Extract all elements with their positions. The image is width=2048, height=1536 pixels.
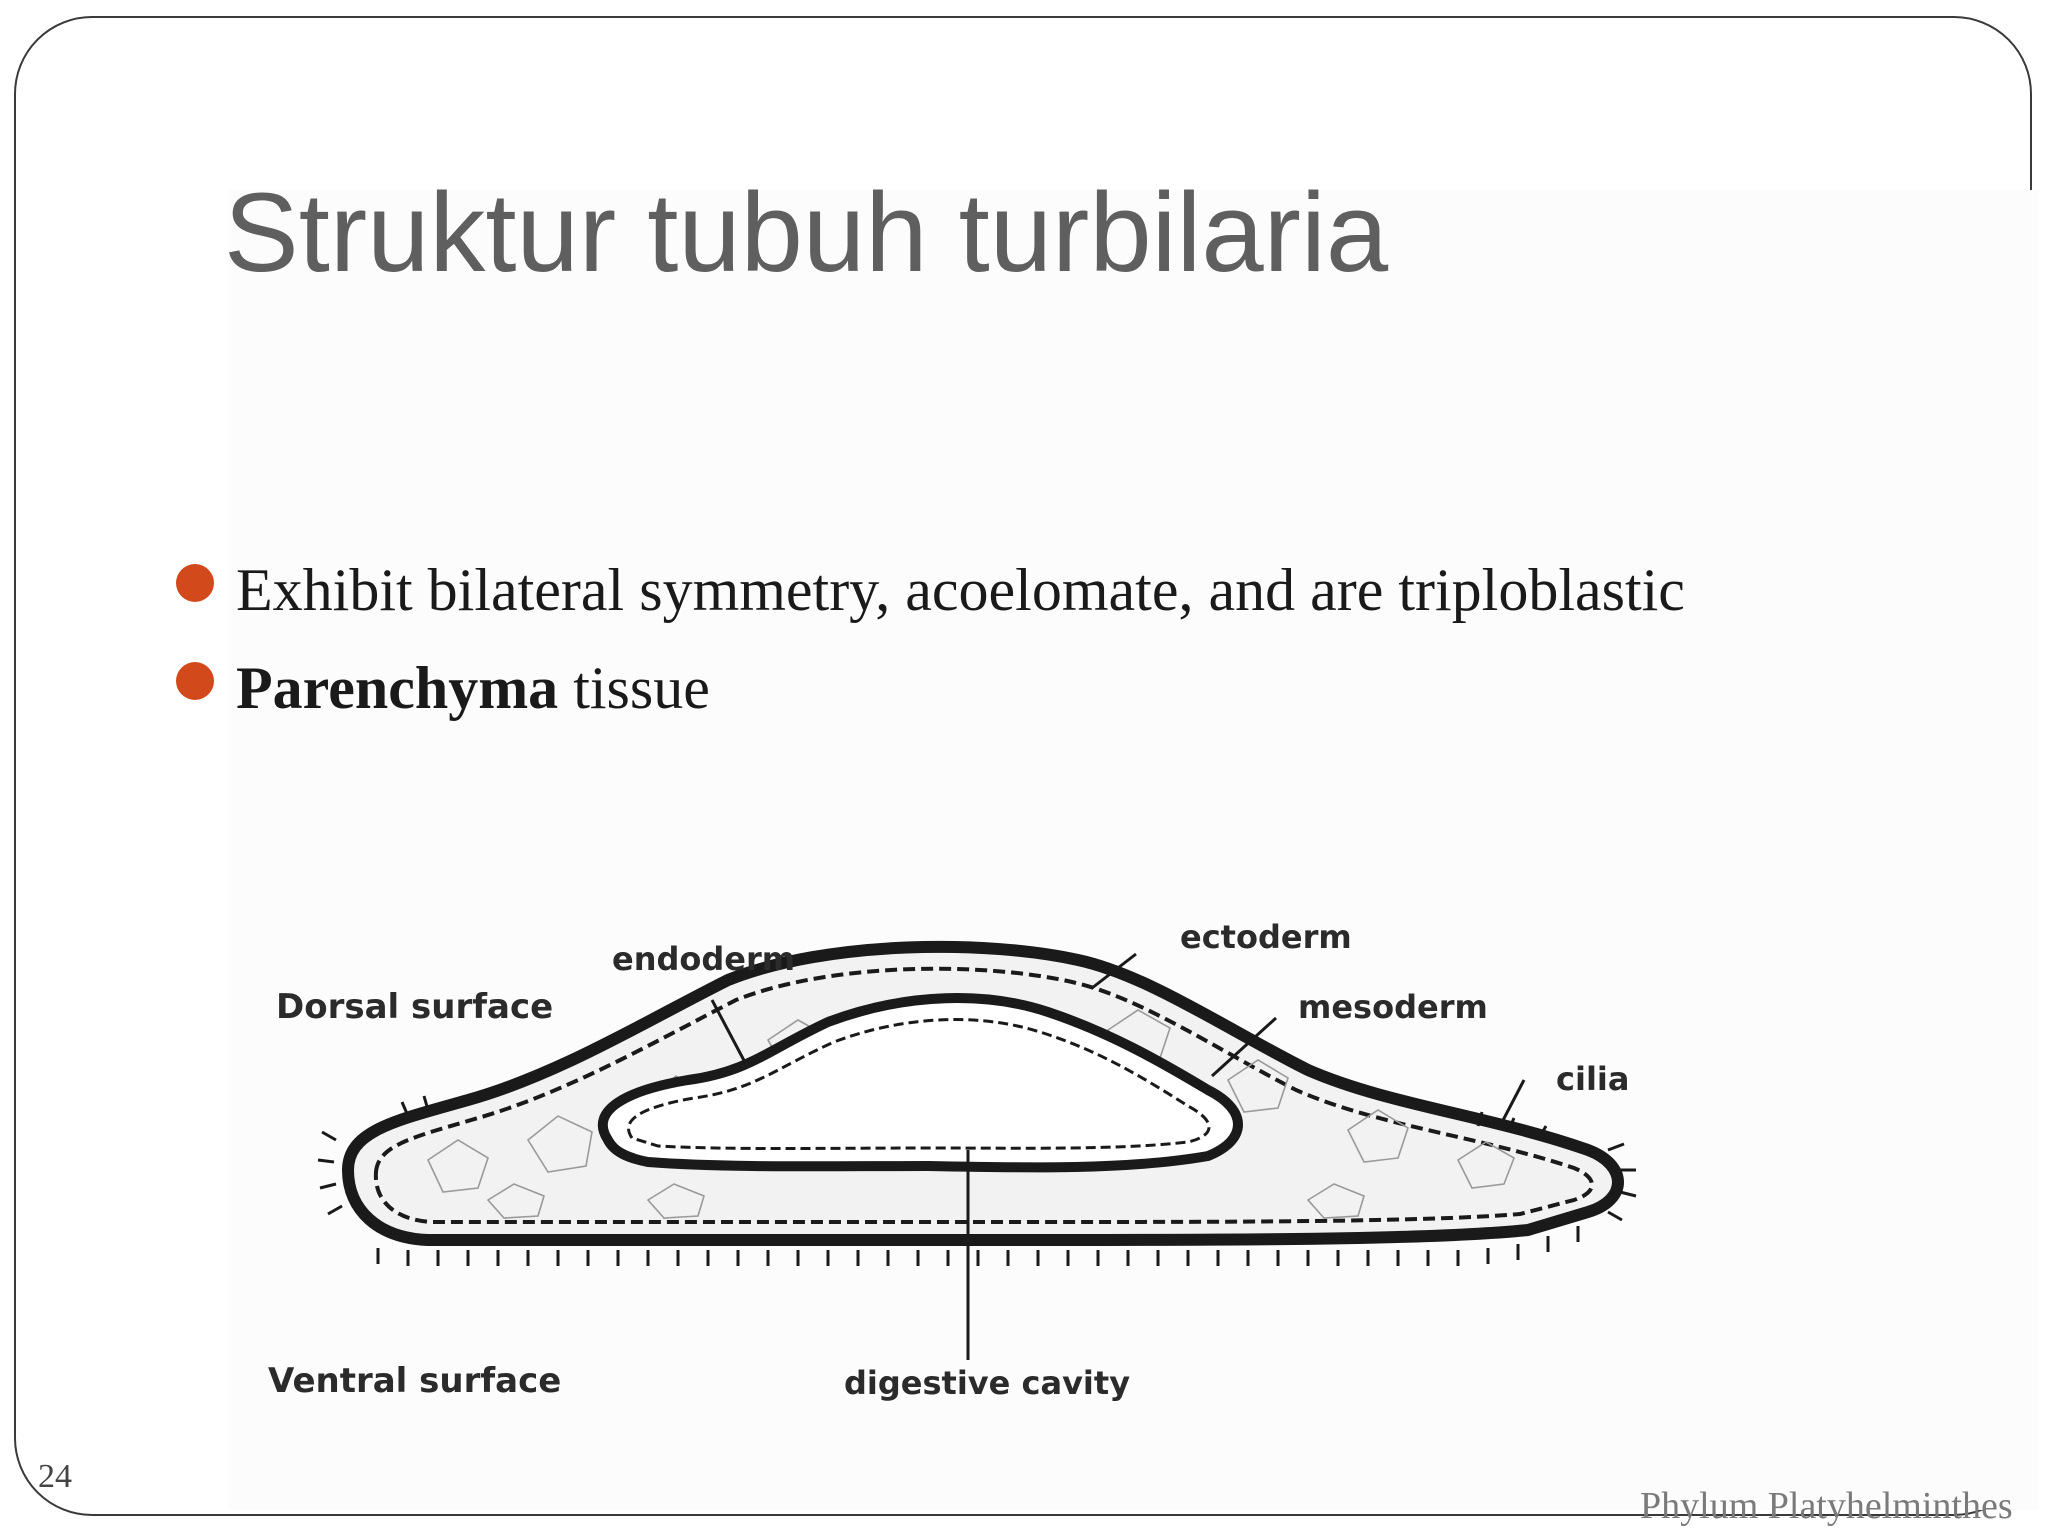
pointer-lines bbox=[710, 952, 1526, 1360]
label-endoderm: endoderm bbox=[612, 940, 795, 978]
bullet-text: tissue bbox=[558, 655, 710, 721]
bullet-item-symmetry: Exhibit bilateral symmetry, acoelomate, … bbox=[176, 548, 1685, 646]
cilia-ventral bbox=[376, 1226, 1580, 1266]
label-dorsal-surface: Dorsal surface bbox=[276, 987, 553, 1027]
turbellaria-cross-section-diagram: Dorsal surface endoderm ectoderm mesoder… bbox=[268, 918, 1637, 1402]
slide-title: Struktur tubuh turbilaria bbox=[224, 170, 1389, 295]
label-ectoderm: ectoderm bbox=[1180, 918, 1352, 956]
mesoderm-pointer bbox=[1210, 1016, 1278, 1078]
cilia-pointer bbox=[1498, 1079, 1526, 1127]
ectoderm-pointer bbox=[1091, 952, 1137, 990]
label-digestive-cavity: digestive cavity bbox=[844, 1364, 1130, 1402]
bullet-text: Exhibit bilateral symmetry, acoelomate, … bbox=[236, 557, 1685, 623]
bullet-bold-term: Parenchyma bbox=[236, 655, 559, 721]
gut-cell-layer bbox=[627, 1018, 1211, 1150]
label-mesoderm: mesoderm bbox=[1298, 988, 1488, 1026]
gut-wall bbox=[597, 993, 1243, 1173]
label-ventral-surface: Ventral surface bbox=[268, 1361, 561, 1401]
footer-text: Phylum Platyhelminthes bbox=[1640, 1485, 2013, 1527]
endoderm-pointer bbox=[710, 999, 750, 1069]
page-number: 24 bbox=[38, 1458, 72, 1495]
bullet-dot-icon bbox=[176, 564, 214, 602]
cilia-sides bbox=[317, 1095, 1637, 1222]
bullet-dot-icon bbox=[176, 662, 214, 700]
label-cilia: cilia bbox=[1556, 1060, 1629, 1098]
bullet-list: Exhibit bilateral symmetry, acoelomate, … bbox=[176, 548, 1685, 744]
bullet-item-parenchyma: Parenchyma tissue bbox=[176, 646, 1685, 744]
content-background bbox=[228, 190, 2038, 1510]
